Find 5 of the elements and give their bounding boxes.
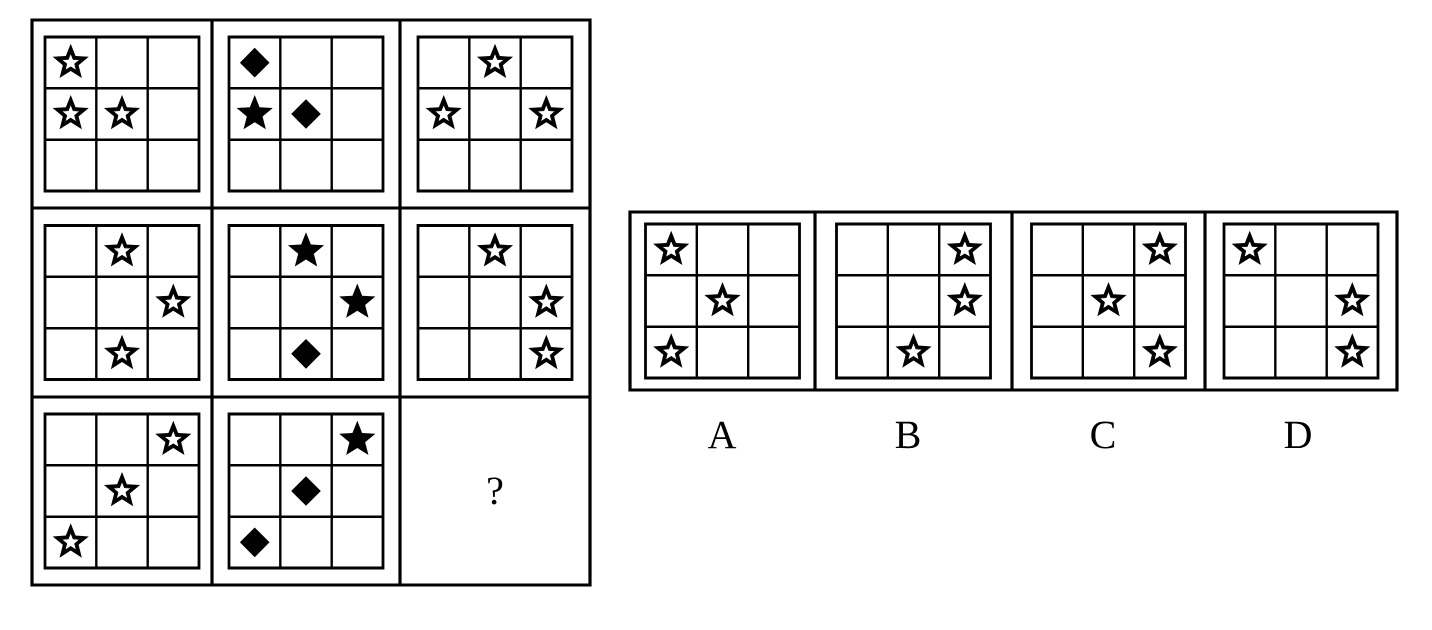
option-letter: C [1091, 421, 1115, 449]
option-letter: D [1284, 421, 1311, 449]
option-letter: B [895, 421, 920, 449]
option-letter: A [707, 421, 737, 449]
question-mark: ? [488, 477, 503, 505]
